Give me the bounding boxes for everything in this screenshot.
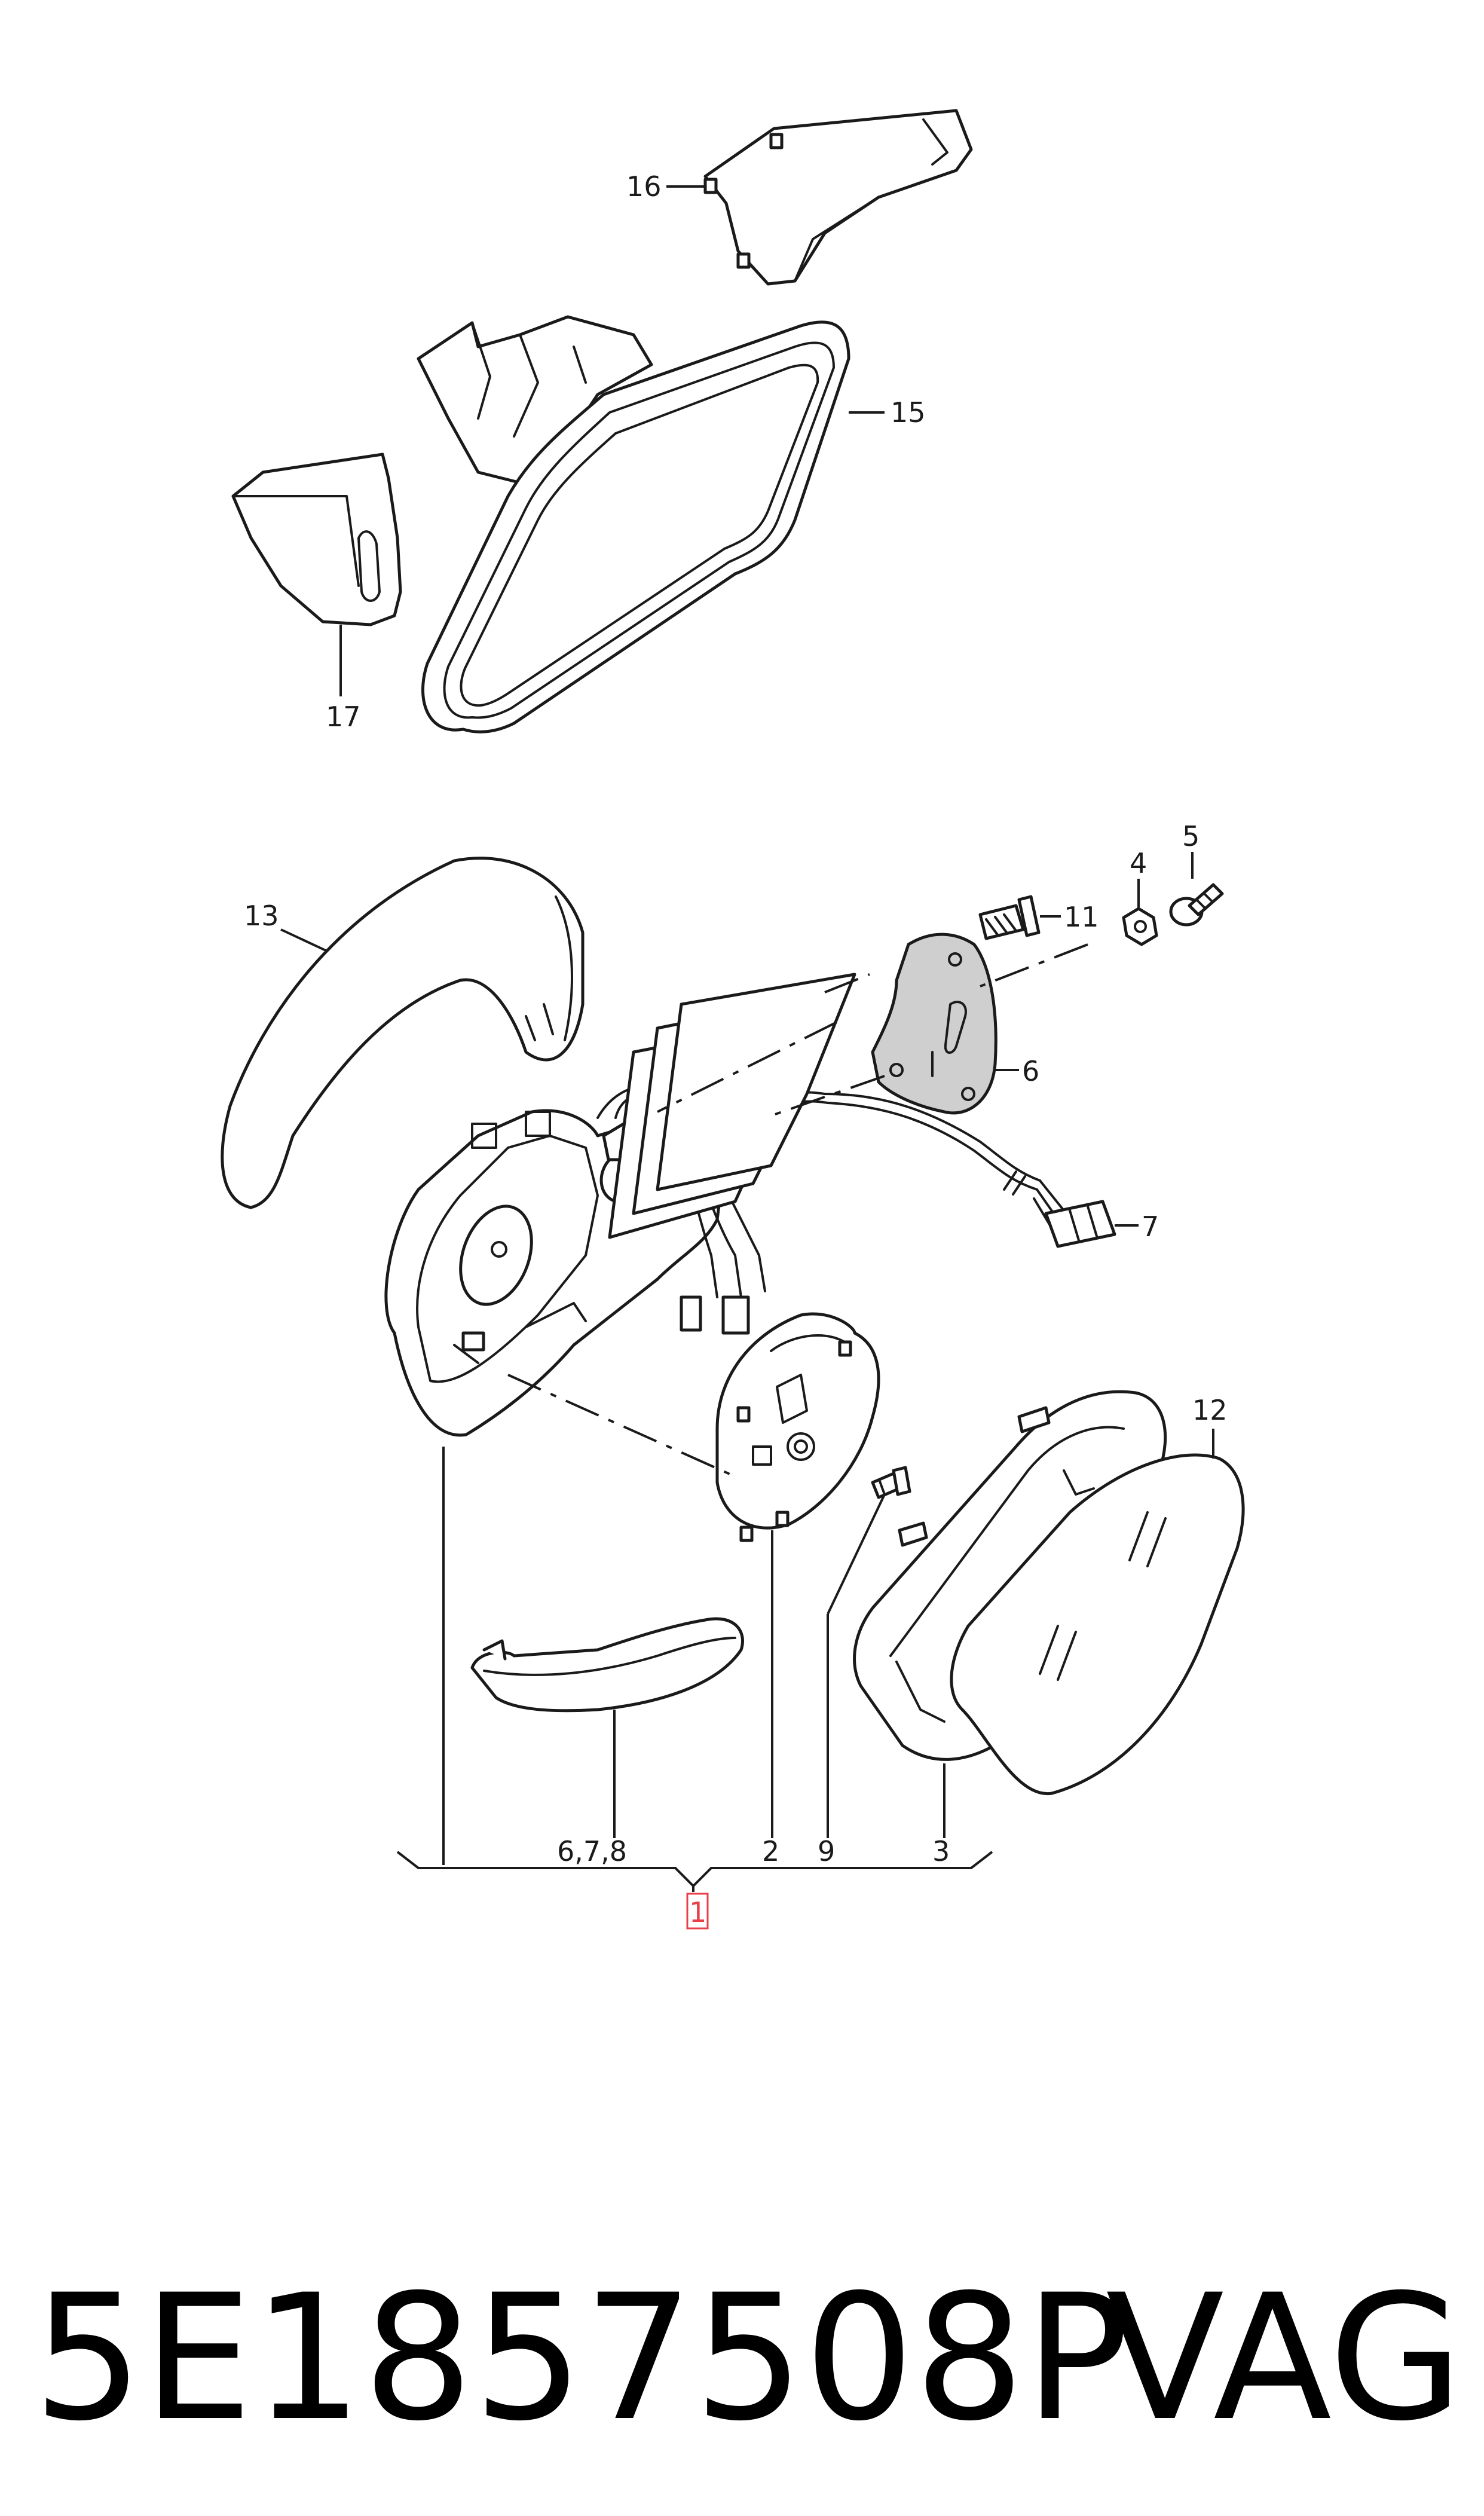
brand: VAG: [1106, 2258, 1463, 2459]
callout-11: 11: [1064, 901, 1099, 933]
callout-16: 16: [626, 170, 662, 203]
callout-9: 9: [818, 1835, 835, 1867]
part-16-base-cover: [666, 109, 973, 286]
part-11-screw: [978, 895, 1061, 940]
callout-1-box: [686, 1893, 709, 1930]
assembly-bracket: [396, 1851, 993, 1930]
callout-13: 13: [244, 900, 279, 932]
part-2-adjustment-motor: [715, 1312, 880, 1838]
callout-6: 6: [1022, 1055, 1039, 1087]
callout-4: 4: [1130, 847, 1147, 879]
part-9-screw: [827, 1466, 911, 1838]
callout-5: 5: [1182, 820, 1200, 852]
part-678-turn-signal: [470, 1617, 744, 1838]
callout-15: 15: [891, 396, 926, 429]
part-number: 5E1857508P: [33, 2258, 1129, 2459]
callout-17: 17: [326, 701, 361, 733]
callout-3: 3: [932, 1835, 950, 1867]
part-6-heater-plate: [871, 933, 1019, 1115]
assembly-alignment-lines: [507, 943, 1088, 1478]
callout-7: 7: [1142, 1210, 1159, 1243]
part-glass-sheets: [608, 973, 856, 1239]
part-17-small-cap: [231, 453, 402, 696]
part-15-mirror-arm-frame: [417, 315, 885, 733]
callout-1: 1: [689, 1896, 706, 1928]
part-5-bolt: [1169, 852, 1224, 927]
part-4-nut: [1122, 879, 1158, 946]
part-12-mirror-glass: [950, 1429, 1245, 1796]
callout-12: 12: [1192, 1394, 1228, 1426]
part-7-connector: [1033, 1179, 1139, 1248]
callout-678: 6,7,8: [557, 1835, 627, 1867]
callout-2: 2: [762, 1835, 779, 1867]
part-13-housing-cap: [221, 857, 585, 1209]
